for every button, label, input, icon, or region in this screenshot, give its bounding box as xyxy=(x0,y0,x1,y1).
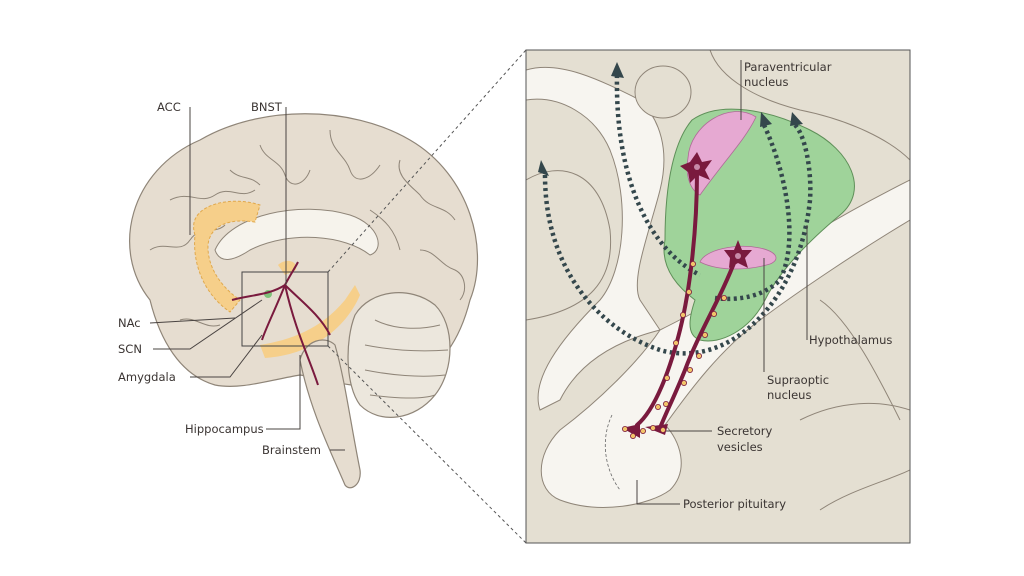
pvn-axon xyxy=(635,170,699,427)
label-supraoptic-line2: nucleus xyxy=(767,388,811,402)
pvn-neuron xyxy=(680,152,712,183)
label-nac: NAc xyxy=(118,316,141,330)
label-secretory-line1: Secretory xyxy=(717,424,773,438)
label-supraoptic-line1: Supraoptic xyxy=(767,373,829,387)
label-paraventricular-line2: nucleus xyxy=(744,75,788,89)
inset-source-box xyxy=(241,271,329,347)
cerebellum xyxy=(347,292,451,418)
secretory-vesicles-dots xyxy=(622,260,728,439)
label-acc: ACC xyxy=(157,100,181,114)
label-posterior-pituitary: Posterior pituitary xyxy=(683,497,786,511)
label-hypothalamus: Hypothalamus xyxy=(809,333,892,347)
projection-arrow-3 xyxy=(714,124,792,302)
acc-region xyxy=(193,200,261,313)
corpus-callosum xyxy=(214,208,379,260)
label-amygdala: Amygdala xyxy=(118,370,176,384)
hypothalamus-inset: Paraventricular nucleus Hypothalamus Sup… xyxy=(525,49,911,544)
label-bnst: BNST xyxy=(251,100,283,114)
label-scn: SCN xyxy=(118,342,142,356)
son-axon xyxy=(658,256,738,430)
label-secretory-line2: vesicles xyxy=(717,440,763,454)
hippocampus-region xyxy=(260,285,360,358)
label-hippocampus: Hippocampus xyxy=(185,422,264,436)
label-brainstem: Brainstem xyxy=(262,443,321,457)
son-neuron xyxy=(724,240,752,268)
projection-arrow-2 xyxy=(614,74,702,278)
label-paraventricular-line1: Paraventricular xyxy=(744,60,832,74)
sagittal-brain: ACC BNST NAc SCN Amygdala Hippocampus Br… xyxy=(118,49,527,544)
fornix-oval xyxy=(634,65,692,119)
